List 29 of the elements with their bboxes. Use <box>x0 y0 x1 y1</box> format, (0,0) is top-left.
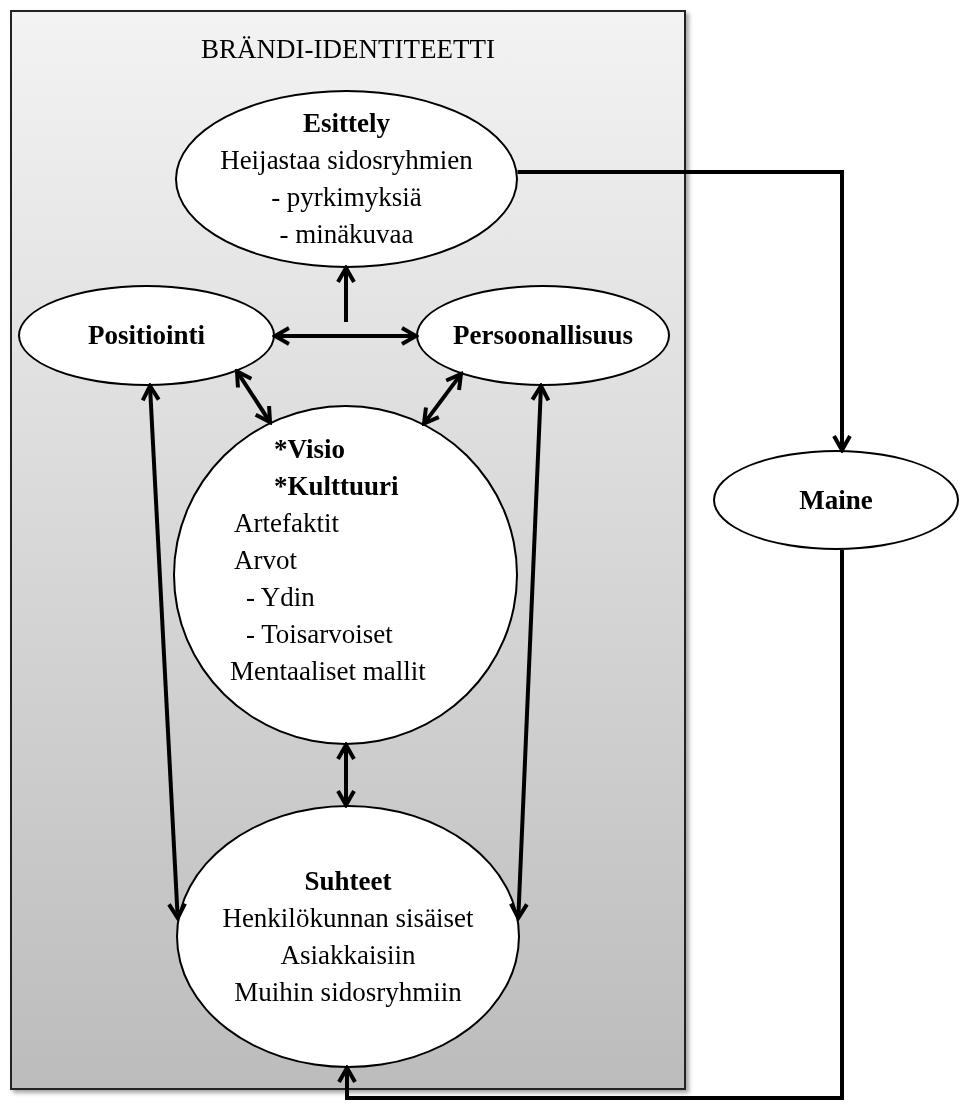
node-heading: Esittely <box>303 107 390 140</box>
node-text: - minäkuvaa <box>279 218 414 251</box>
arrow <box>517 170 852 453</box>
double-arrow <box>508 384 551 920</box>
node-heading: Positiointi <box>88 319 205 352</box>
node-text: - pyrkimyksiä <box>271 181 422 214</box>
arrow <box>337 549 844 1100</box>
node-text: Mentaaliset mallit <box>229 654 426 688</box>
node-text: Henkilökunnan sisäiset <box>222 901 474 935</box>
double-arrow <box>336 743 356 807</box>
node-text: Heijastaa sidosryhmien <box>220 144 473 177</box>
node-heading: Suhteet <box>304 864 392 898</box>
node-heading: Persoonallisuus <box>452 319 633 352</box>
node-text: Artefaktit <box>233 506 339 540</box>
arrow <box>336 266 356 322</box>
node-heading: *Kulttuuri <box>273 469 399 503</box>
group-title: BRÄNDI-IDENTITEETTI <box>200 34 496 65</box>
node-text: - Toisarvoiset <box>245 617 393 651</box>
double-arrow <box>235 369 272 425</box>
node-heading: Maine <box>799 483 873 517</box>
node-text: Arvot <box>233 543 297 577</box>
double-arrow <box>273 326 418 346</box>
node-text: Muihin sidosryhmiin <box>234 975 462 1009</box>
group-box <box>10 10 686 1090</box>
node-text: - Ydin <box>245 580 315 614</box>
double-arrow <box>140 384 187 920</box>
double-arrow <box>422 372 463 426</box>
node-heading: *Visio <box>273 432 345 466</box>
node-text: Asiakkaisiin <box>280 938 416 972</box>
